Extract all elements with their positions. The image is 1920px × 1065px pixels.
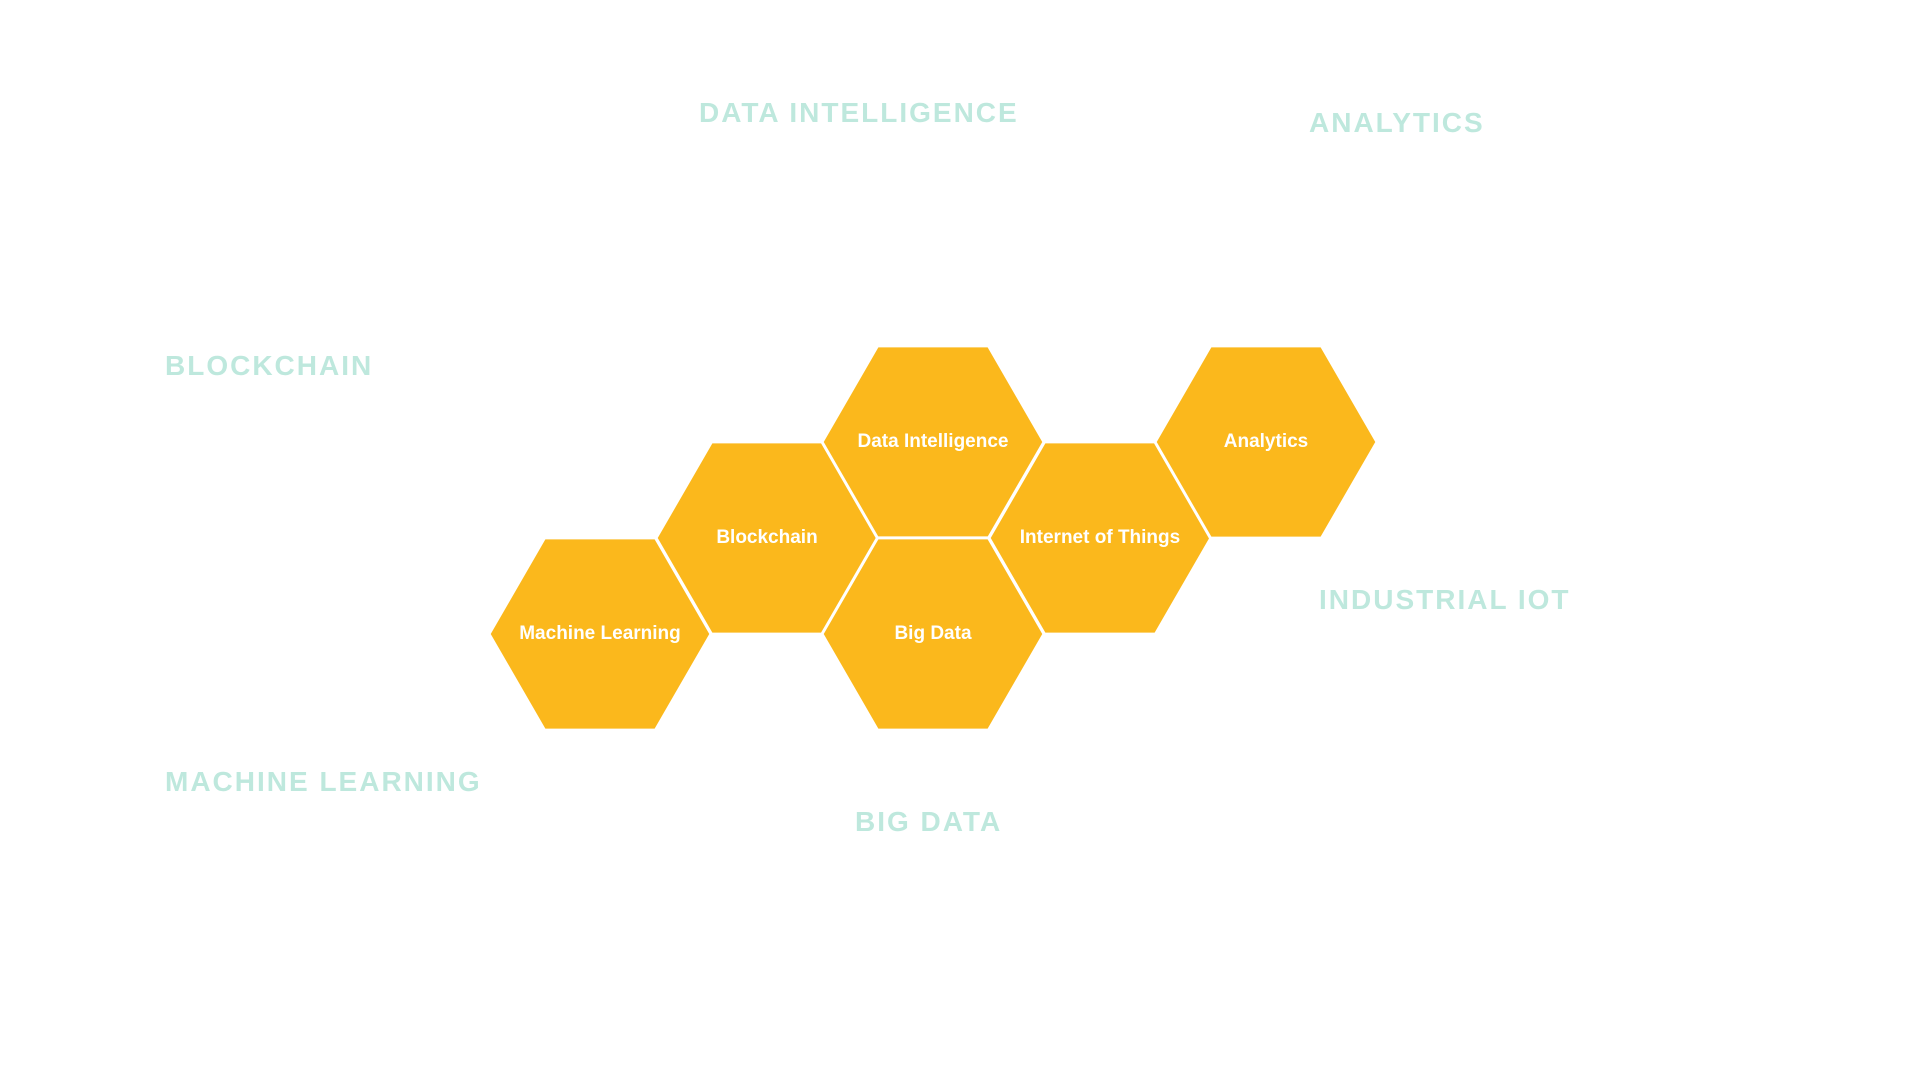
- hexagon-shape: [1153, 344, 1379, 540]
- hexagon-internet-of-things: Internet of Things: [987, 440, 1213, 636]
- hexagon-label: Internet of Things: [1020, 527, 1180, 548]
- heading-machine-learning: MACHINE LEARNING: [165, 766, 482, 797]
- hexagon-label: Analytics: [1224, 431, 1308, 452]
- hexagon-analytics: Analytics: [1153, 344, 1379, 540]
- heading-big-data: BIG DATA: [855, 806, 1003, 837]
- heading-data-intelligence: DATA INTELLIGENCE: [699, 97, 1019, 128]
- hexagon-label: Big Data: [894, 623, 972, 644]
- heading-industrial-iot: INDUSTRIAL IOT: [1319, 584, 1571, 615]
- heading-analytics: ANALYTICS: [1309, 107, 1485, 138]
- heading-blockchain: BLOCKCHAIN: [165, 350, 374, 381]
- hexagon-label: Machine Learning: [519, 623, 681, 644]
- hexagon-label: Data Intelligence: [858, 431, 1009, 452]
- hexagon-label: Blockchain: [716, 527, 817, 548]
